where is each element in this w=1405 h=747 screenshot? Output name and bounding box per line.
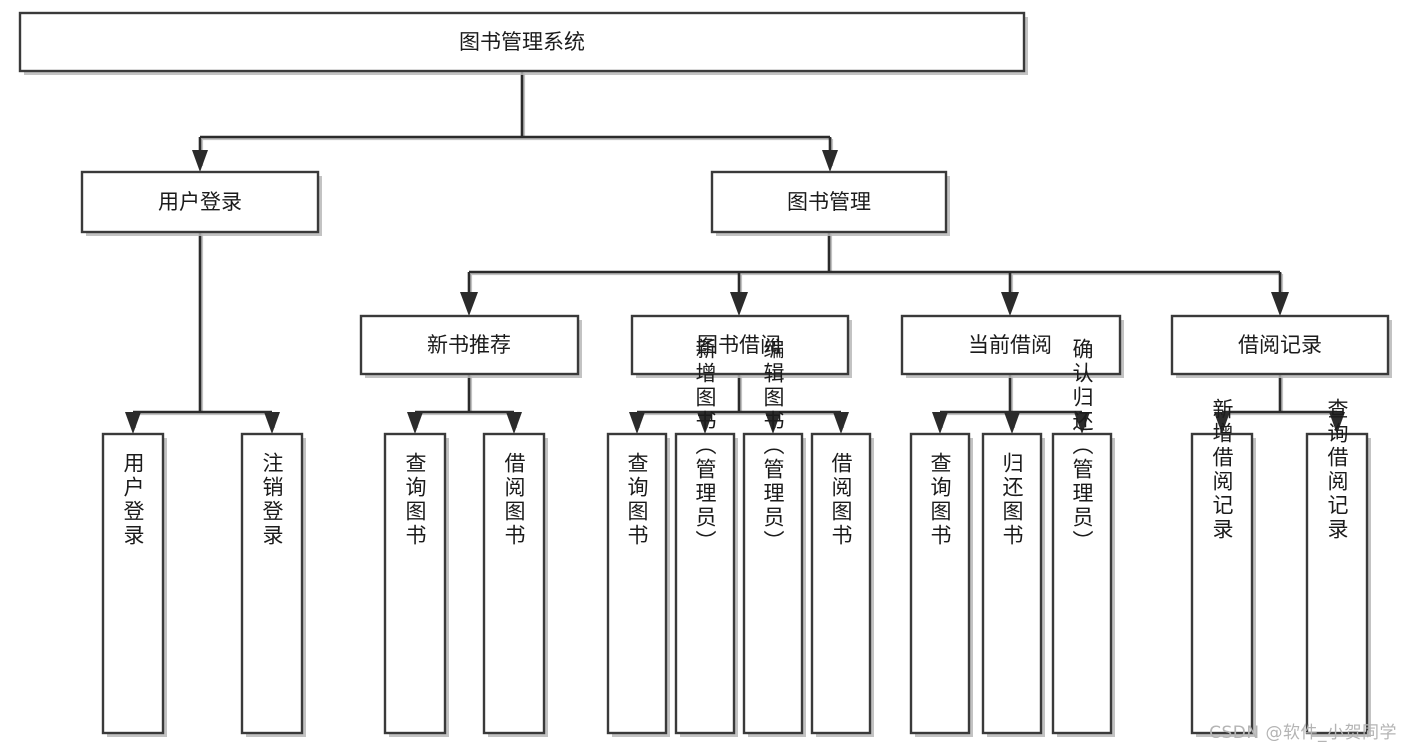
leaf-query-book-2-box [606,432,668,735]
edge-root-to-level2 [192,71,838,172]
arrow-to-leaf-edit-book-admin [765,412,781,434]
leaf-borrow-book-1-box [482,432,546,735]
arrow-to-user-login [192,150,208,172]
borrow-record-label: 借阅记录 [1238,333,1322,357]
leaf-edit-book-admin-box [742,432,804,735]
leaf-borrow-book-1-label: 借阅图书 [502,452,526,548]
leaf-query-book-2-label: 查询图书 [625,452,649,548]
leaf-node-query-book-1[interactable]: 查询图书 [383,432,449,737]
leaf-confirm-return-label: 确认归还（管理员） [1070,338,1094,554]
leaf-borrow-book-2-label: 借阅图书 [829,452,853,548]
node-book-manage[interactable]: 图书管理 [710,170,950,236]
leaf-node-edit-book-admin[interactable]: 编辑图书（管理员） [742,338,806,737]
node-book-borrow[interactable]: 图书借阅 [630,314,852,378]
arrow-to-leaf-return-book [1004,412,1020,434]
arrow-to-leaf-user-login [125,412,141,434]
book-borrow-label: 图书借阅 [697,333,781,357]
edge-bookborrow-to-leaves [629,374,849,434]
node-user-login[interactable]: 用户登录 [80,170,322,236]
arrow-to-leaf-query-book-3 [932,412,948,434]
leaf-query-book-1-box [383,432,447,735]
leaf-node-add-book-admin[interactable]: 新增图书（管理员） [674,338,738,737]
edge-borrowrecord-to-leaves [1214,374,1345,434]
root-label: 图书管理系统 [459,30,585,54]
leaf-node-query-book-2[interactable]: 查询图书 [606,432,670,737]
leaf-logout-login-box [240,432,304,735]
arrow-to-leaf-logout-login [264,412,280,434]
leaf-node-borrow-book-1[interactable]: 借阅图书 [482,432,548,737]
leaf-add-book-admin-box [674,432,736,735]
arrow-to-leaf-query-borrow-record [1329,412,1345,434]
new-book-recommend-box [359,314,580,376]
user-login-label: 用户登录 [158,190,242,214]
arrow-to-leaf-query-book-1 [407,412,423,434]
leaf-add-borrow-record-label: 新增借阅记录 [1210,398,1234,542]
leaf-query-book-1-label: 查询图书 [403,452,427,548]
edge-currentborrow-to-leaves [932,374,1090,434]
arrow-to-new-book-recommend [460,292,478,316]
leaf-node-borrow-book-2[interactable]: 借阅图书 [810,432,874,737]
current-borrow-label: 当前借阅 [968,333,1052,357]
node-borrow-record[interactable]: 借阅记录 [1170,314,1392,378]
book-borrow-box [630,314,850,376]
leaf-add-borrow-record-box [1190,432,1254,735]
leaf-logout-login-label: 注销登录 [260,452,284,548]
arrow-to-current-borrow [1001,292,1019,316]
current-borrow-box [900,314,1122,376]
borrow-record-box [1170,314,1390,376]
edge-newbook-to-leaves [407,374,522,434]
arrow-to-leaf-borrow-book-1 [506,412,522,434]
connector-layer [125,71,1345,434]
leaf-query-book-3-box [909,432,971,735]
leaf-add-book-admin-label: 新增图书（管理员） [693,338,717,554]
arrow-to-book-manage [822,150,838,172]
arrow-to-leaf-query-book-2 [629,412,645,434]
arrow-to-book-borrow [730,292,748,316]
leaf-node-confirm-return-admin[interactable]: 确认归还（管理员） [1051,338,1115,737]
leaf-user-login-box [101,432,165,735]
leaf-return-book-box [981,432,1043,735]
node-root-system[interactable]: 图书管理系统 [18,11,1028,75]
leaf-query-book-3-label: 查询图书 [928,452,952,548]
leaf-node-query-book-3[interactable]: 查询图书 [909,432,973,737]
arrow-to-leaf-add-borrow-record [1214,412,1230,434]
leaf-node-user-login[interactable]: 用户登录 [101,432,167,737]
arrow-to-borrow-record [1271,292,1289,316]
leaf-borrow-book-2-box [810,432,872,735]
new-book-recommend-label: 新书推荐 [427,333,511,357]
leaf-query-borrow-record-label: 查询借阅记录 [1325,398,1349,542]
leaf-confirm-return-box [1051,432,1113,735]
arrow-to-leaf-confirm-return [1074,412,1090,434]
node-current-borrow[interactable]: 当前借阅 [900,314,1124,378]
edge-userlogin-to-leaves [125,232,280,434]
book-manage-box [710,170,948,234]
leaf-return-book-label: 归还图书 [1000,452,1024,548]
leaf-node-add-borrow-record[interactable]: 新增借阅记录 [1190,398,1256,737]
arrow-to-leaf-add-book-admin [697,412,713,434]
leaf-user-login-label: 用户登录 [121,452,145,548]
leaf-node-logout-login[interactable]: 注销登录 [240,432,306,737]
user-login-box [80,170,320,234]
root-box [18,11,1026,73]
leaf-query-borrow-record-box [1305,432,1369,735]
leaf-node-query-borrow-record[interactable]: 查询借阅记录 [1305,398,1371,737]
book-manage-label: 图书管理 [787,190,871,214]
leaf-edit-book-admin-label: 编辑图书（管理员） [761,338,785,554]
leaf-node-return-book[interactable]: 归还图书 [981,432,1045,737]
arrow-to-leaf-borrow-book-2 [833,412,849,434]
edge-bookmanage-to-level3 [460,232,1289,316]
node-new-book-recommend[interactable]: 新书推荐 [359,314,582,378]
